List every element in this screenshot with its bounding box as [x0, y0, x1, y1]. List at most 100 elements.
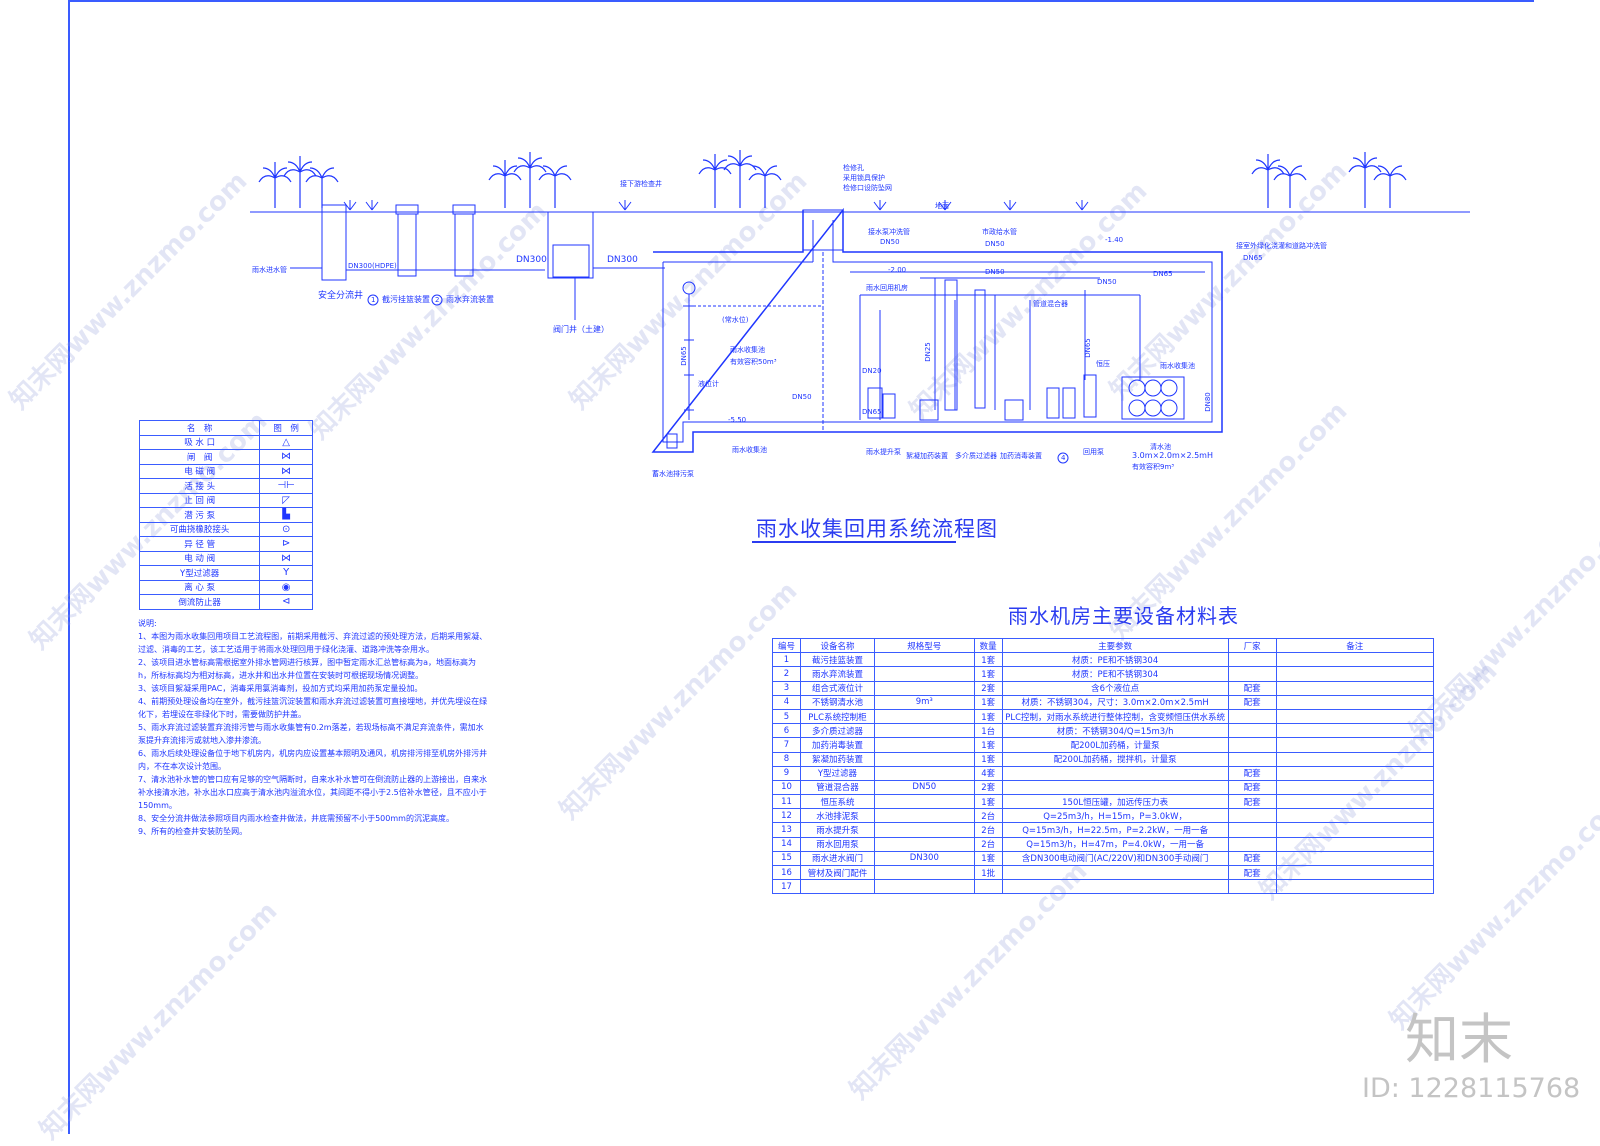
diversion-device: [454, 213, 474, 277]
legend-symbol: ⊲: [259, 594, 313, 610]
table-cell: [1275, 680, 1435, 696]
table-cell: [1001, 765, 1229, 781]
table-cell: 5: [772, 708, 801, 725]
table-cell: [973, 879, 1003, 895]
table-cell: [1275, 737, 1435, 753]
table-cell: 配套: [1227, 765, 1277, 781]
legend-header: 名 称 图 例: [138, 420, 313, 436]
table-cell: 2台: [973, 836, 1003, 852]
label-dn65-pump: DN65: [862, 408, 882, 416]
label-disinfect: 加药消毒装置: [1000, 452, 1042, 460]
table-cell: 配套: [1227, 694, 1277, 710]
label-lift-pump: 雨水提升泵: [866, 448, 901, 456]
legend-row: 闸 阀⋈: [138, 449, 313, 465]
label-elev-top: -1.40: [1105, 236, 1124, 244]
brand-logo: 知末: [1405, 1008, 1513, 1071]
label-dn50-pool: DN50: [792, 393, 812, 401]
legend-name: 止 回 阀: [138, 492, 261, 508]
notes: 说明: 1、本图为雨水收集回用项目工艺流程图，前期采用截污、弃流过滤的预处理方法…: [138, 617, 488, 838]
table-cell: Q=15m3/h，H=47m，P=4.0kW，一用一备: [1001, 836, 1229, 852]
circle-2: 2: [435, 296, 440, 304]
table-cell: [873, 808, 975, 824]
label-overflow-well: 安全分流井: [318, 291, 364, 301]
table-cell: [1275, 850, 1435, 867]
table-cell: 配套: [1227, 779, 1277, 796]
equipment-table-header: 编号 设备名称 规格型号 数量 主要参数 厂家 备注: [772, 637, 1435, 654]
table-cell: [1001, 864, 1229, 881]
notes-heading: 说明:: [138, 619, 157, 628]
table-cell: Y型过滤器: [799, 765, 875, 781]
table-cell: [1275, 723, 1435, 739]
col-no: 编号: [772, 637, 801, 654]
table-cell: [1227, 723, 1277, 739]
legend-row: 倒流防止器⊲: [138, 594, 313, 610]
legend-row: 异 径 管⊳: [138, 536, 313, 552]
table-cell: 10: [772, 779, 801, 796]
label-pool-bottom: 雨水收集池: [732, 446, 767, 454]
table-cell: 1: [772, 652, 801, 668]
table-cell: Q=25m3/h，H=15m，P=3.0kW，: [1001, 808, 1229, 824]
legend-row: 潜 污 泵▙: [138, 507, 313, 523]
legend-symbol: ⋈: [259, 550, 313, 566]
legend-symbol: ◸: [259, 492, 313, 508]
label-mixer: 管道混合器: [1033, 300, 1068, 308]
table-cell: [873, 879, 975, 895]
table-cell: [1227, 708, 1277, 725]
table-cell: 雨水进水阀门: [799, 850, 875, 867]
table-cell: 2套: [973, 680, 1003, 696]
table-cell: 2: [772, 666, 801, 682]
table-cell: 1套: [973, 652, 1003, 668]
table-cell: DN300: [873, 850, 975, 867]
table-cell: 2套: [973, 779, 1003, 796]
table-cell: 9: [772, 765, 801, 781]
table-cell: [1275, 822, 1435, 838]
label-dn65-tr: DN65: [1153, 270, 1173, 278]
table-cell: 组合式液位计: [799, 680, 875, 696]
label-pool-level: (常水位): [722, 316, 749, 324]
table-cell: 材质：PE和不锈钢304: [1001, 666, 1229, 682]
table-cell: 1套: [973, 666, 1003, 682]
table-cell: [873, 794, 975, 810]
label-valve-well: 阀门井（土建）: [553, 325, 609, 334]
table-cell: [1275, 794, 1435, 810]
table-cell: 配200L加药桶，计量泵: [1001, 737, 1229, 753]
tree-icon: [1251, 152, 1407, 208]
table-cell: [873, 836, 975, 852]
label-clean-size: 3.0m×2.0m×2.5mH: [1132, 451, 1213, 460]
legend-symbol: ◉: [259, 579, 313, 595]
label-dn50-c: DN50: [1097, 278, 1117, 286]
table-cell: [799, 879, 875, 895]
tree-icon: [488, 152, 572, 208]
label-hdpe: DN300(HDPE): [348, 262, 397, 270]
table-cell: 絮凝加药装置: [799, 751, 875, 767]
table-cell: 配200L加药桶，搅拌机，计量泵: [1001, 751, 1229, 767]
resource-id: ID: 1228115768: [1362, 1073, 1581, 1104]
table-cell: [873, 708, 975, 725]
table-cell: [1275, 694, 1435, 710]
label-dn20: DN20: [862, 367, 882, 375]
table-cell: 配套: [1227, 850, 1277, 867]
legend-table: 名 称 图 例 吸 水 口△ 闸 阀⋈ 电 磁 阀⋈ 活 接 头⊣⊢ 止 回 阀…: [138, 420, 313, 610]
note-item: 1、本图为雨水收集回用项目工艺流程图，前期采用截污、弃流过滤的预处理方法，后期采…: [138, 632, 488, 654]
label-dn50-top: DN50: [880, 238, 900, 246]
table-cell: 雨水回用泵: [799, 836, 875, 852]
table-cell: [1275, 666, 1435, 682]
table-cell: 2台: [973, 822, 1003, 838]
table-cell: [1227, 879, 1277, 895]
table-cell: [1275, 652, 1435, 668]
col-spec: 规格型号: [873, 637, 975, 654]
overflow-well: [321, 204, 347, 281]
note-item: 9、所有的检查井安装防坠网。: [138, 827, 248, 836]
rain-pool-structure: [651, 207, 1223, 453]
legend-row: 离 心 泵◉: [138, 579, 313, 595]
label-connect: 接下游检查井: [620, 180, 662, 188]
note-item: 4、前期预处理设备均在室外，截污挂篮沉淀装置和雨水弃流过滤装置可直接埋地，并优先…: [138, 697, 488, 719]
legend-symbol: ⊣⊢: [259, 478, 313, 494]
